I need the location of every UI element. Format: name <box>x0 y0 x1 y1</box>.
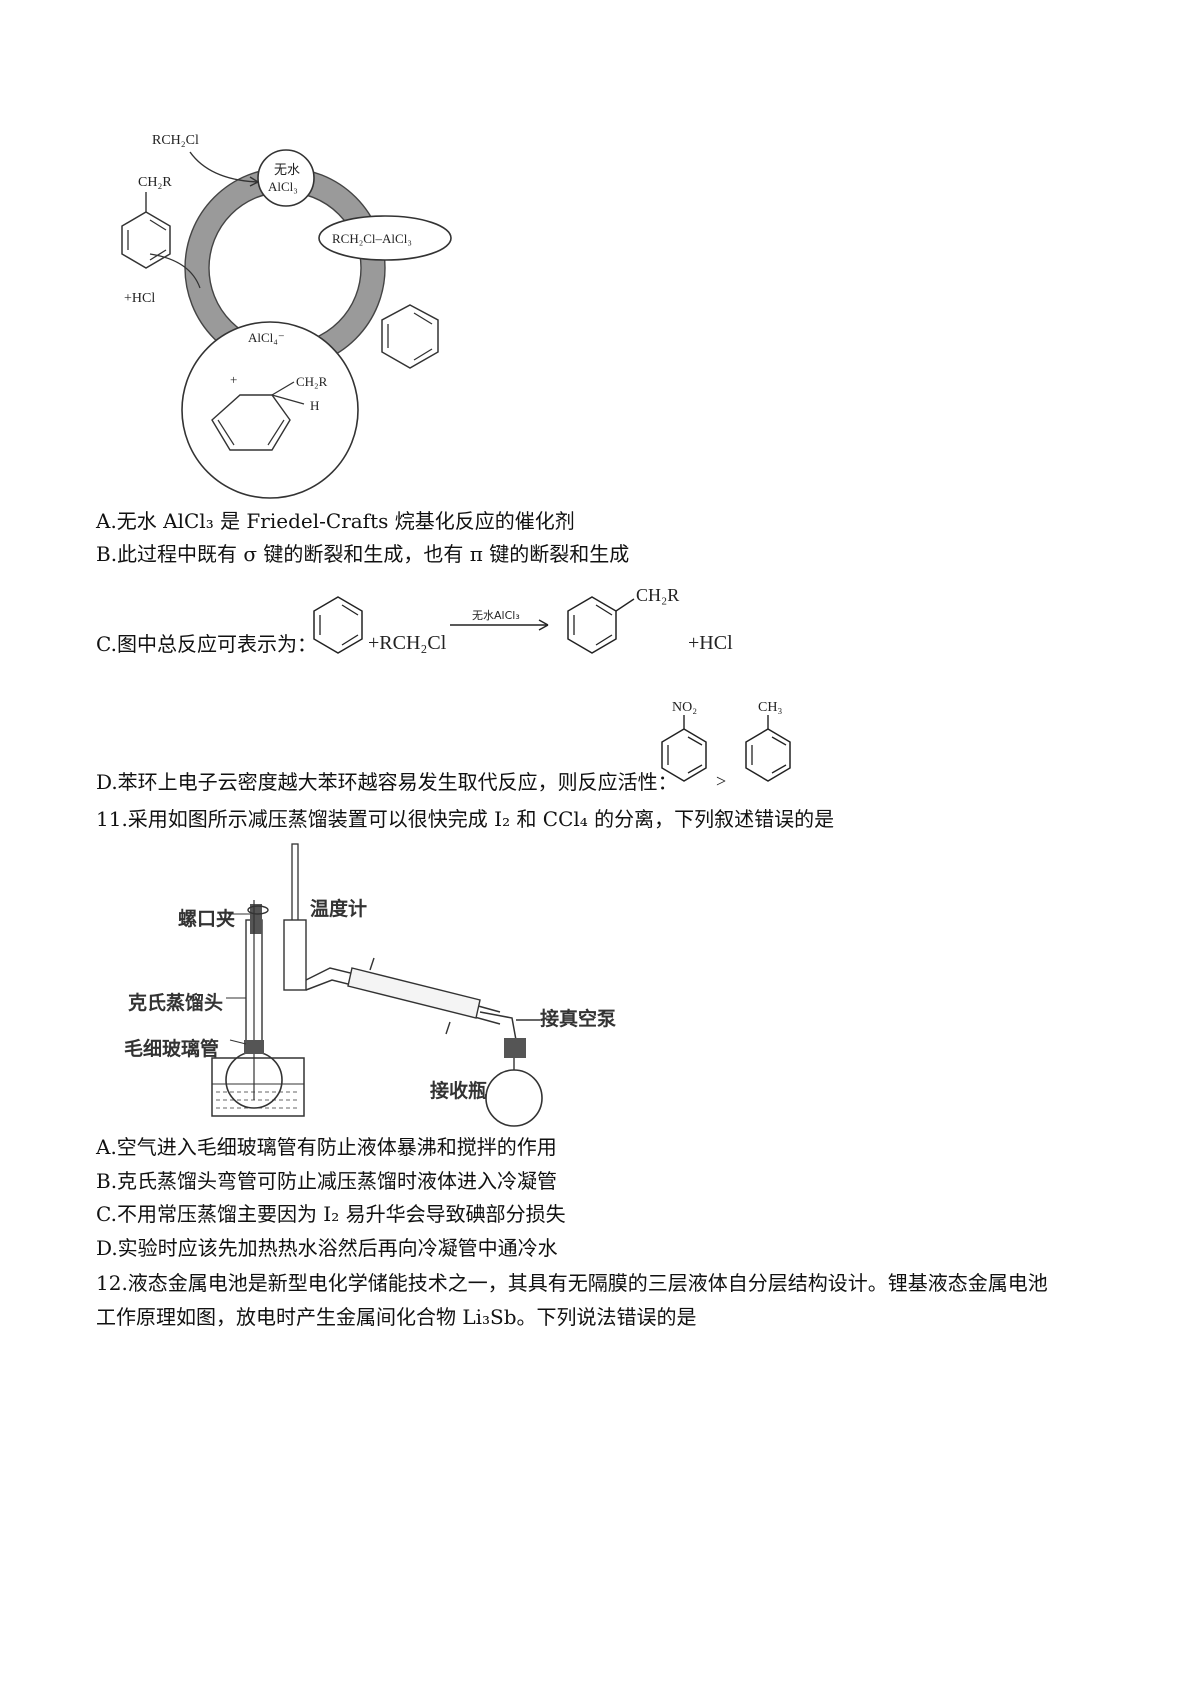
q10-option-c-equation: +RCH₂Cl 无水AlCl₃ CH₂R +HCl <box>313 585 733 654</box>
q10-option-c-prefix: C.图中总反应可表示为： <box>96 632 317 656</box>
q11-option-d: D.实验时应该先加热热水浴然后再向冷凝管中通冷水 <box>96 1236 558 1260</box>
complex-label: RCH₂Cl–AlCl₃ <box>332 231 412 246</box>
d-ch3: CH₃ <box>758 700 782 715</box>
friedel-crafts-cycle-diagram: 无水 AlCl₃ RCH₂Cl RCH₂Cl–AlCl₃ CH₂R +HCl A… <box>121 133 452 499</box>
rch2cl-label: RCH₂Cl <box>152 133 199 148</box>
catalyst-label-1: 无水 <box>274 163 300 178</box>
q12-stem-line1: 12.液态金属电池是新型电化学储能技术之一，其具有无隔膜的三层液体自分层结构设计… <box>96 1271 1048 1295</box>
q12-stem-line2: 工作原理如图，放电时产生金属间化合物 Li₃Sb。下列说法错误的是 <box>96 1305 697 1329</box>
q11-option-c: C.不用常压蒸馏主要因为 I₂ 易升华会导致碘部分损失 <box>96 1202 566 1226</box>
plus-charge: + <box>230 372 237 387</box>
q11-option-b: B.克氏蒸馏头弯管可防止减压蒸馏时液体进入冷凝管 <box>96 1169 558 1193</box>
q11-option-a: A.空气进入毛细玻璃管有防止液体暴沸和搅拌的作用 <box>96 1135 557 1159</box>
alcl4-label: AlCl₄⁻ <box>248 330 285 345</box>
product-ch2r-label: CH₂R <box>138 175 172 190</box>
c-hcl: +HCl <box>688 632 733 654</box>
q11-stem: 11.采用如图所示减压蒸馏装置可以很快完成 I₂ 和 CCl₄ 的分离，下列叙述… <box>96 807 835 831</box>
hcl-label: +HCl <box>124 291 155 306</box>
catalyst-label-2: AlCl₃ <box>268 179 298 194</box>
c-arrow-label: 无水AlCl₃ <box>472 609 520 622</box>
intermediate-node <box>181 321 359 499</box>
q10-option-a: A.无水 AlCl₃ 是 Friedel-Crafts 烷基化反应的催化剂 <box>96 509 575 533</box>
d-gt: > <box>716 771 726 791</box>
label-claisen-head: 克氏蒸馏头 <box>128 992 224 1014</box>
q10-option-b: B.此过程中既有 σ 键的断裂和生成，也有 π 键的断裂和生成 <box>96 542 630 566</box>
receiver-flask <box>485 1069 543 1127</box>
q10-option-d: D.苯环上电子云密度越大苯环越容易发生取代反应，则反应活性： <box>96 770 678 794</box>
label-vacuum-pump: 接真空泵 <box>540 1008 617 1030</box>
q10-option-d-structures: NO₂ > CH₃ <box>661 700 791 791</box>
vacuum-distillation-diagram <box>211 843 543 1127</box>
label-capillary: 毛细玻璃管 <box>124 1038 220 1060</box>
label-receiver: 接收瓶 <box>430 1080 488 1102</box>
label-screw-clamp: 螺口夹 <box>178 908 236 930</box>
label-thermometer: 温度计 <box>310 898 368 920</box>
c-product-ch2r: CH₂R <box>636 585 679 605</box>
catalyst-node <box>257 149 315 207</box>
intermediate-ch2r: CH₂R <box>296 374 328 389</box>
c-reagent: +RCH₂Cl <box>368 632 447 654</box>
intermediate-h: H <box>310 398 319 413</box>
d-no2: NO₂ <box>672 700 697 715</box>
complex-node <box>318 215 452 261</box>
